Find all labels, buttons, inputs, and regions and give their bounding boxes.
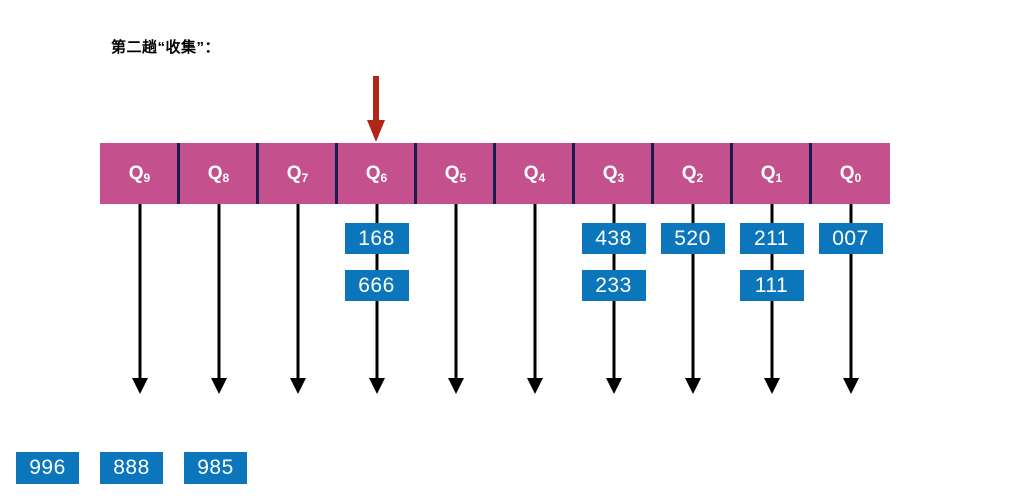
bucket-label: Q8 [207,163,230,185]
value-box[interactable]: 520 [660,223,725,254]
bucket-label: Q0 [839,163,862,185]
column-stem [849,204,852,381]
bucket-q3[interactable]: Q3 [572,143,653,204]
bucket-q0[interactable]: Q0 [809,143,890,204]
bucket-subscript: 8 [222,171,230,185]
output-row: 996 888 985 [16,452,247,484]
bucket-q1[interactable]: Q1 [730,143,811,204]
column-stem [454,204,457,381]
bucket-letter: Q [681,163,697,184]
column-q5 [416,204,495,394]
column-q9 [100,204,179,394]
page-title: 第二趟“收集”： [111,39,221,56]
column-arrowhead-icon [684,378,701,394]
column-q8 [179,204,258,394]
bucket-subscript: 1 [775,171,783,185]
value-box[interactable]: 007 [818,223,883,254]
bucket-letter: Q [444,163,460,184]
column-q2: 520 [653,204,732,394]
column-arrowhead-icon [210,378,227,394]
down-arrow-icon [367,76,385,142]
bucket-subscript: 0 [854,171,862,185]
column-q7 [258,204,337,394]
bucket-label: Q1 [760,163,783,185]
value-box[interactable]: 233 [581,270,646,301]
column-stem [533,204,536,381]
value-box[interactable]: 168 [344,223,409,254]
value-box[interactable]: 211 [739,223,804,254]
bucket-subscript: 7 [301,171,309,185]
column-q3: 438 233 [574,204,653,394]
bucket-columns: 168 666 438 233 520 211 111 007 [100,204,890,394]
bucket-q5[interactable]: Q5 [414,143,495,204]
bucket-q2[interactable]: Q2 [651,143,732,204]
bucket-label: Q6 [365,163,388,185]
column-arrowhead-icon [763,378,780,394]
value-box[interactable]: 438 [581,223,646,254]
output-value-box[interactable]: 888 [100,452,163,484]
bucket-q4[interactable]: Q4 [493,143,574,204]
bucket-label: Q5 [444,163,467,185]
column-stem [138,204,141,381]
bucket-letter: Q [760,163,776,184]
column-arrowhead-icon [289,378,306,394]
bucket-label: Q9 [128,163,151,185]
bucket-label: Q2 [681,163,704,185]
bucket-q6[interactable]: Q6 [335,143,416,204]
output-value-box[interactable]: 996 [16,452,79,484]
column-arrowhead-icon [605,378,622,394]
bucket-q9[interactable]: Q9 [100,143,179,204]
value-box[interactable]: 666 [344,270,409,301]
column-arrowhead-icon [131,378,148,394]
column-q4 [495,204,574,394]
bucket-letter: Q [207,163,223,184]
bucket-letter: Q [128,163,144,184]
column-q0: 007 [811,204,890,394]
bucket-label: Q7 [286,163,309,185]
bucket-letter: Q [523,163,539,184]
column-arrowhead-icon [842,378,859,394]
bucket-letter: Q [286,163,302,184]
bucket-label: Q4 [523,163,546,185]
bucket-letter: Q [365,163,381,184]
column-stem [296,204,299,381]
column-arrowhead-icon [368,378,385,394]
bucket-letter: Q [602,163,618,184]
column-stem [217,204,220,381]
bucket-letter: Q [839,163,855,184]
bucket-subscript: 3 [617,171,625,185]
bucket-subscript: 2 [696,171,704,185]
column-q6: 168 666 [337,204,416,394]
column-q1: 211 111 [732,204,811,394]
column-stem [691,204,694,381]
output-value-box[interactable]: 985 [184,452,247,484]
bucket-subscript: 5 [459,171,467,185]
column-arrowhead-icon [526,378,543,394]
bucket-q7[interactable]: Q7 [256,143,337,204]
bucket-subscript: 4 [538,171,546,185]
bucket-subscript: 9 [143,171,151,185]
bucket-subscript: 6 [380,171,388,185]
bucket-q8[interactable]: Q8 [177,143,258,204]
bucket-label: Q3 [602,163,625,185]
column-arrowhead-icon [447,378,464,394]
value-box[interactable]: 111 [739,270,804,301]
